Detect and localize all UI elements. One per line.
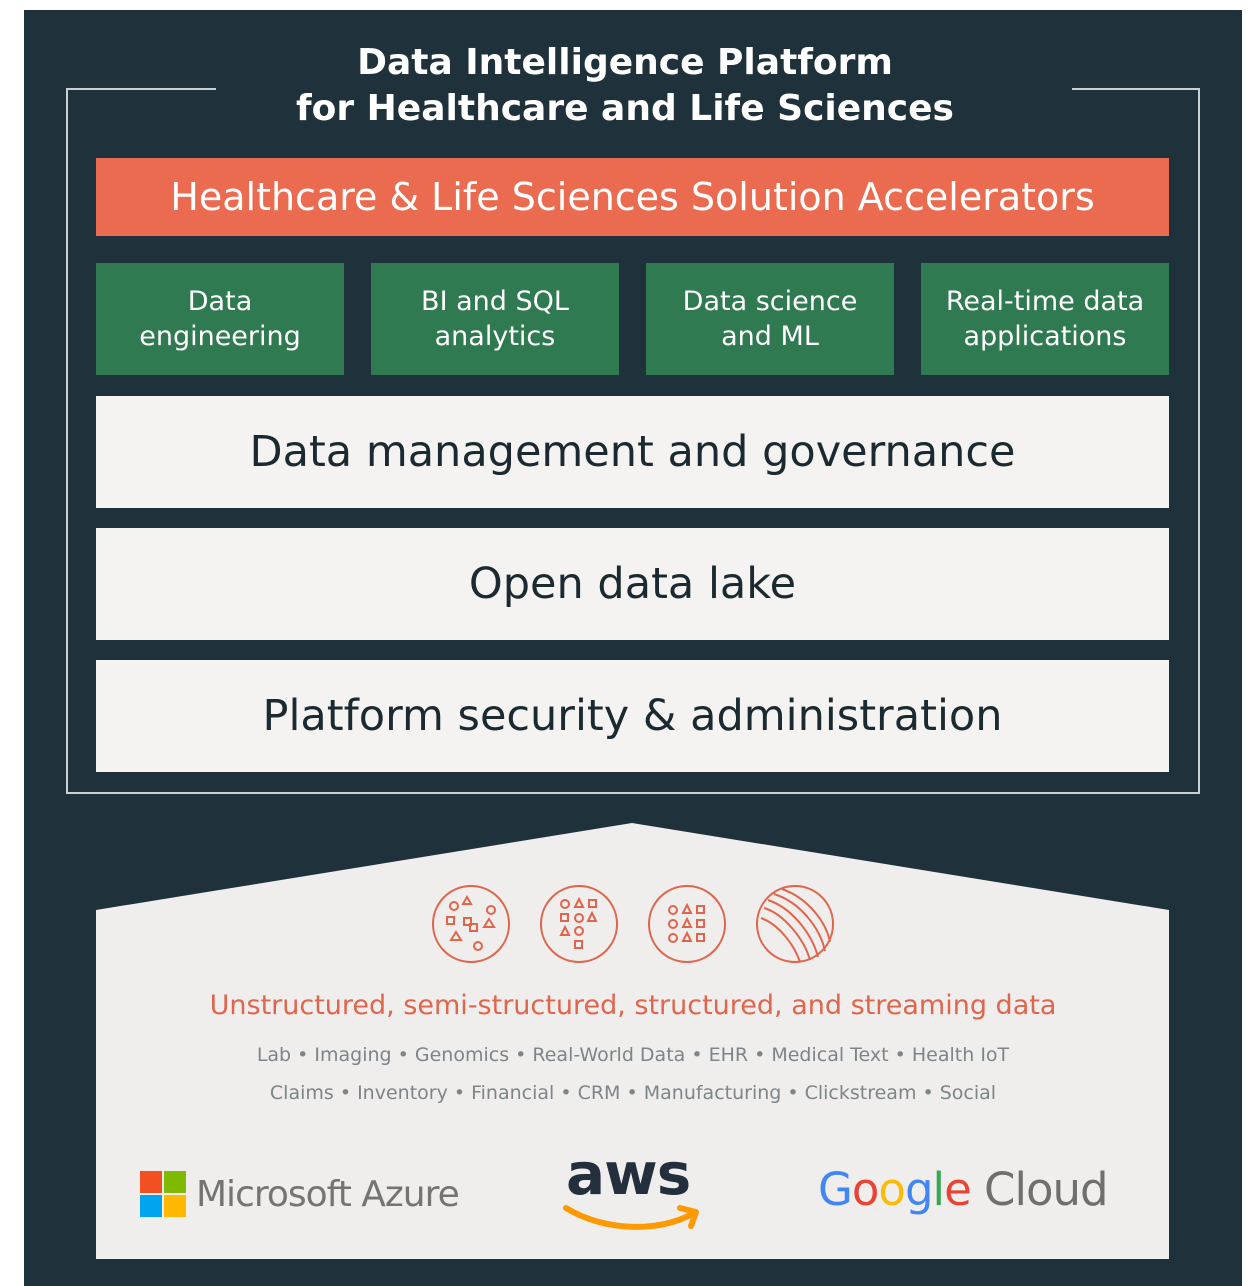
- google-cloud-logo: Google Cloud: [818, 1163, 1109, 1216]
- google-cloud-suffix: Cloud: [970, 1163, 1109, 1216]
- aws-smile-icon: [563, 1205, 699, 1230]
- google-letter: g: [904, 1163, 934, 1216]
- google-letter: l: [932, 1163, 945, 1216]
- aws-label: aws: [566, 1140, 691, 1208]
- layer-data-management-governance: Data management and governance: [96, 396, 1169, 508]
- workload-label-line1: Real-time data: [945, 286, 1145, 317]
- solution-accelerators-bar: Healthcare & Life Sciences Solution Acce…: [96, 158, 1169, 236]
- microsoft-windows-icon: [140, 1171, 186, 1217]
- diagram-title-line2: for Healthcare and Life Sciences: [296, 88, 954, 129]
- workload-label-line1: BI and SQL: [421, 286, 569, 317]
- google-letter: G: [818, 1163, 853, 1216]
- semi-structured-data-icon: [540, 885, 618, 963]
- workload-label-line2: analytics: [434, 321, 556, 352]
- google-letter: o: [878, 1163, 906, 1216]
- workload-bi-sql: BI and SQL analytics: [371, 263, 619, 375]
- layer-open-data-lake: Open data lake: [96, 528, 1169, 640]
- workload-data-science-ml: Data science and ML: [646, 263, 894, 375]
- workload-realtime-apps: Real-time data applications: [921, 263, 1169, 375]
- streaming-data-icon: [756, 885, 834, 963]
- diagram-title-line1: Data Intelligence Platform: [357, 42, 893, 83]
- workload-label-line1: Data science: [682, 286, 858, 317]
- platform-frame-outline: [66, 88, 1200, 794]
- layer-platform-security: Platform security & administration: [96, 660, 1169, 772]
- structured-data-icon: [648, 885, 726, 963]
- aws-logo: aws: [560, 1140, 710, 1240]
- data-sources-line1: Lab • Imaging • Genomics • Real-World Da…: [256, 1044, 1010, 1066]
- google-letter: o: [851, 1163, 880, 1216]
- data-sources-line2: Claims • Inventory • Financial • CRM • M…: [269, 1082, 997, 1104]
- microsoft-azure-logo: Microsoft Azure: [140, 1171, 460, 1217]
- microsoft-azure-label: Microsoft Azure: [196, 1173, 460, 1215]
- google-letter: e: [944, 1163, 972, 1216]
- unstructured-data-icon: [432, 885, 510, 963]
- data-foundation-house: [96, 823, 1169, 1259]
- workload-label-line1: Data: [187, 286, 253, 317]
- workload-label-line2: applications: [963, 321, 1127, 352]
- workload-data-engineering: Data engineering: [96, 263, 344, 375]
- workload-label-line2: and ML: [721, 321, 819, 352]
- workload-label-line2: engineering: [139, 321, 301, 352]
- data-types-heading: Unstructured, semi-structured, structure…: [209, 990, 1057, 1021]
